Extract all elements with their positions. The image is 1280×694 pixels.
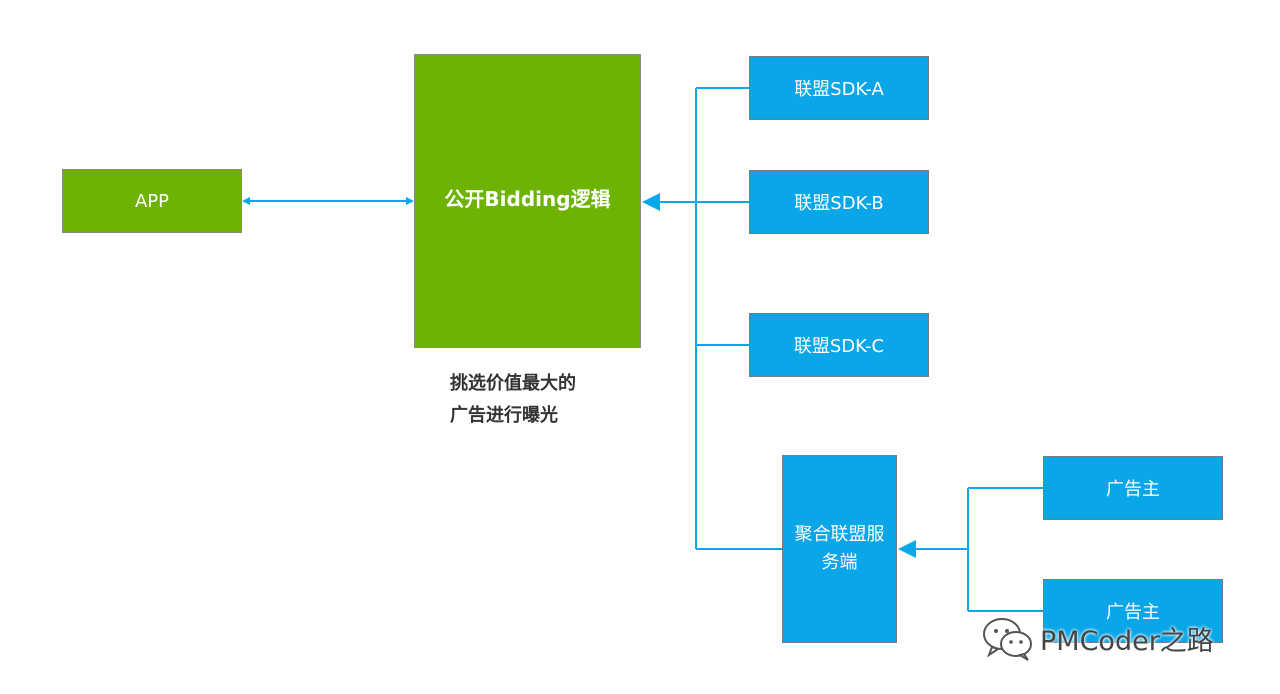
- arrowhead-to-app: [242, 197, 250, 205]
- advertiser-2-node: 广告主: [1043, 579, 1223, 643]
- app-node: APP: [62, 169, 242, 233]
- bidding-node: 公开Bidding逻辑: [414, 54, 641, 348]
- wechat-icon: [983, 618, 1032, 661]
- arrowhead-to-bidding-right: [642, 193, 660, 211]
- bidding-node-label: 公开Bidding逻辑: [444, 187, 611, 211]
- sdk-c-label: 联盟SDK-C: [793, 336, 885, 357]
- sdk-c-node: 联盟SDK-C: [749, 313, 929, 377]
- mediation-server-label: 聚合联盟服务端: [794, 524, 885, 573]
- sdk-a-node: 联盟SDK-A: [749, 56, 929, 120]
- advertiser-1-node: 广告主: [1043, 456, 1223, 520]
- sdk-b-node: 联盟SDK-B: [749, 170, 929, 234]
- app-node-label: APP: [134, 190, 170, 212]
- advertiser-2-label: 广告主: [1106, 602, 1160, 623]
- bidding-note: 挑选价值最大的 广告进行曝光: [450, 368, 576, 432]
- watermark: PMCoder之路: [980, 614, 1214, 662]
- mediation-server-node: 聚合联盟服务端: [782, 455, 897, 643]
- bidding-note-line-1: 挑选价值最大的: [450, 373, 576, 394]
- arrowhead-to-bidding-left: [406, 197, 414, 205]
- bidding-note-line-2: 广告进行曝光: [450, 405, 558, 426]
- sdk-b-label: 联盟SDK-B: [794, 193, 884, 214]
- arrowhead-to-server: [898, 540, 916, 558]
- watermark-text: PMCoder之路: [1040, 625, 1214, 657]
- sdk-a-label: 联盟SDK-A: [794, 79, 884, 100]
- advertiser-1-label: 广告主: [1106, 479, 1160, 500]
